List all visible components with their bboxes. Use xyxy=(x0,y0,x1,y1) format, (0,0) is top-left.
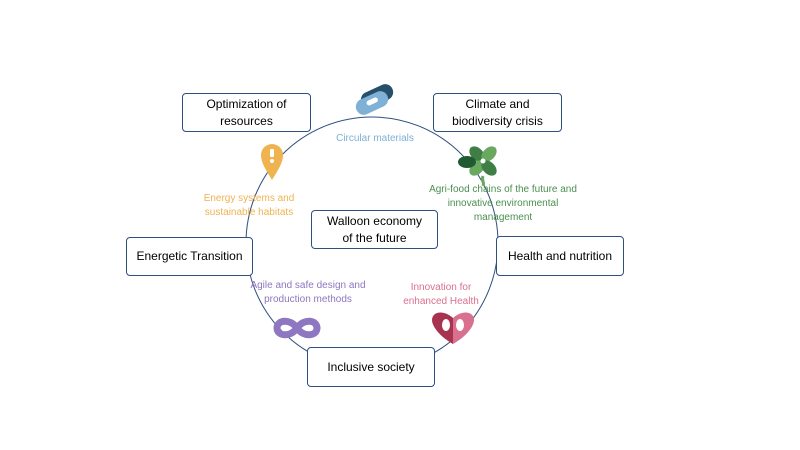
label-agri-food-chains: Agri-food chains of the future and innov… xyxy=(429,184,577,223)
label-energy-systems: Energy systems and sustainable habitats xyxy=(203,193,295,218)
four-leaf-clover-icon xyxy=(458,146,497,187)
box-optimization-of-resources: Optimization of resources xyxy=(182,93,311,132)
linked-chain-icon xyxy=(355,84,394,115)
infinity-icon xyxy=(273,317,321,339)
heart-icon xyxy=(432,312,474,344)
box-walloon-economy-of-the-future: Walloon economy of the future xyxy=(311,210,438,249)
box-inclusive-society: Inclusive society xyxy=(307,347,435,387)
box-climate-and-biodiversity-crisis: Climate and biodiversity crisis xyxy=(433,93,562,132)
label-circular-materials: Circular materials xyxy=(336,133,414,144)
box-health-and-nutrition: Health and nutrition xyxy=(496,236,624,276)
map-pin-icon xyxy=(261,144,283,180)
label-innovation-for-health: Innovation for enhanced Health xyxy=(403,282,479,307)
box-energetic-transition: Energetic Transition xyxy=(126,237,253,276)
label-agile-and-safe-design: Agile and safe design and production met… xyxy=(250,280,366,305)
